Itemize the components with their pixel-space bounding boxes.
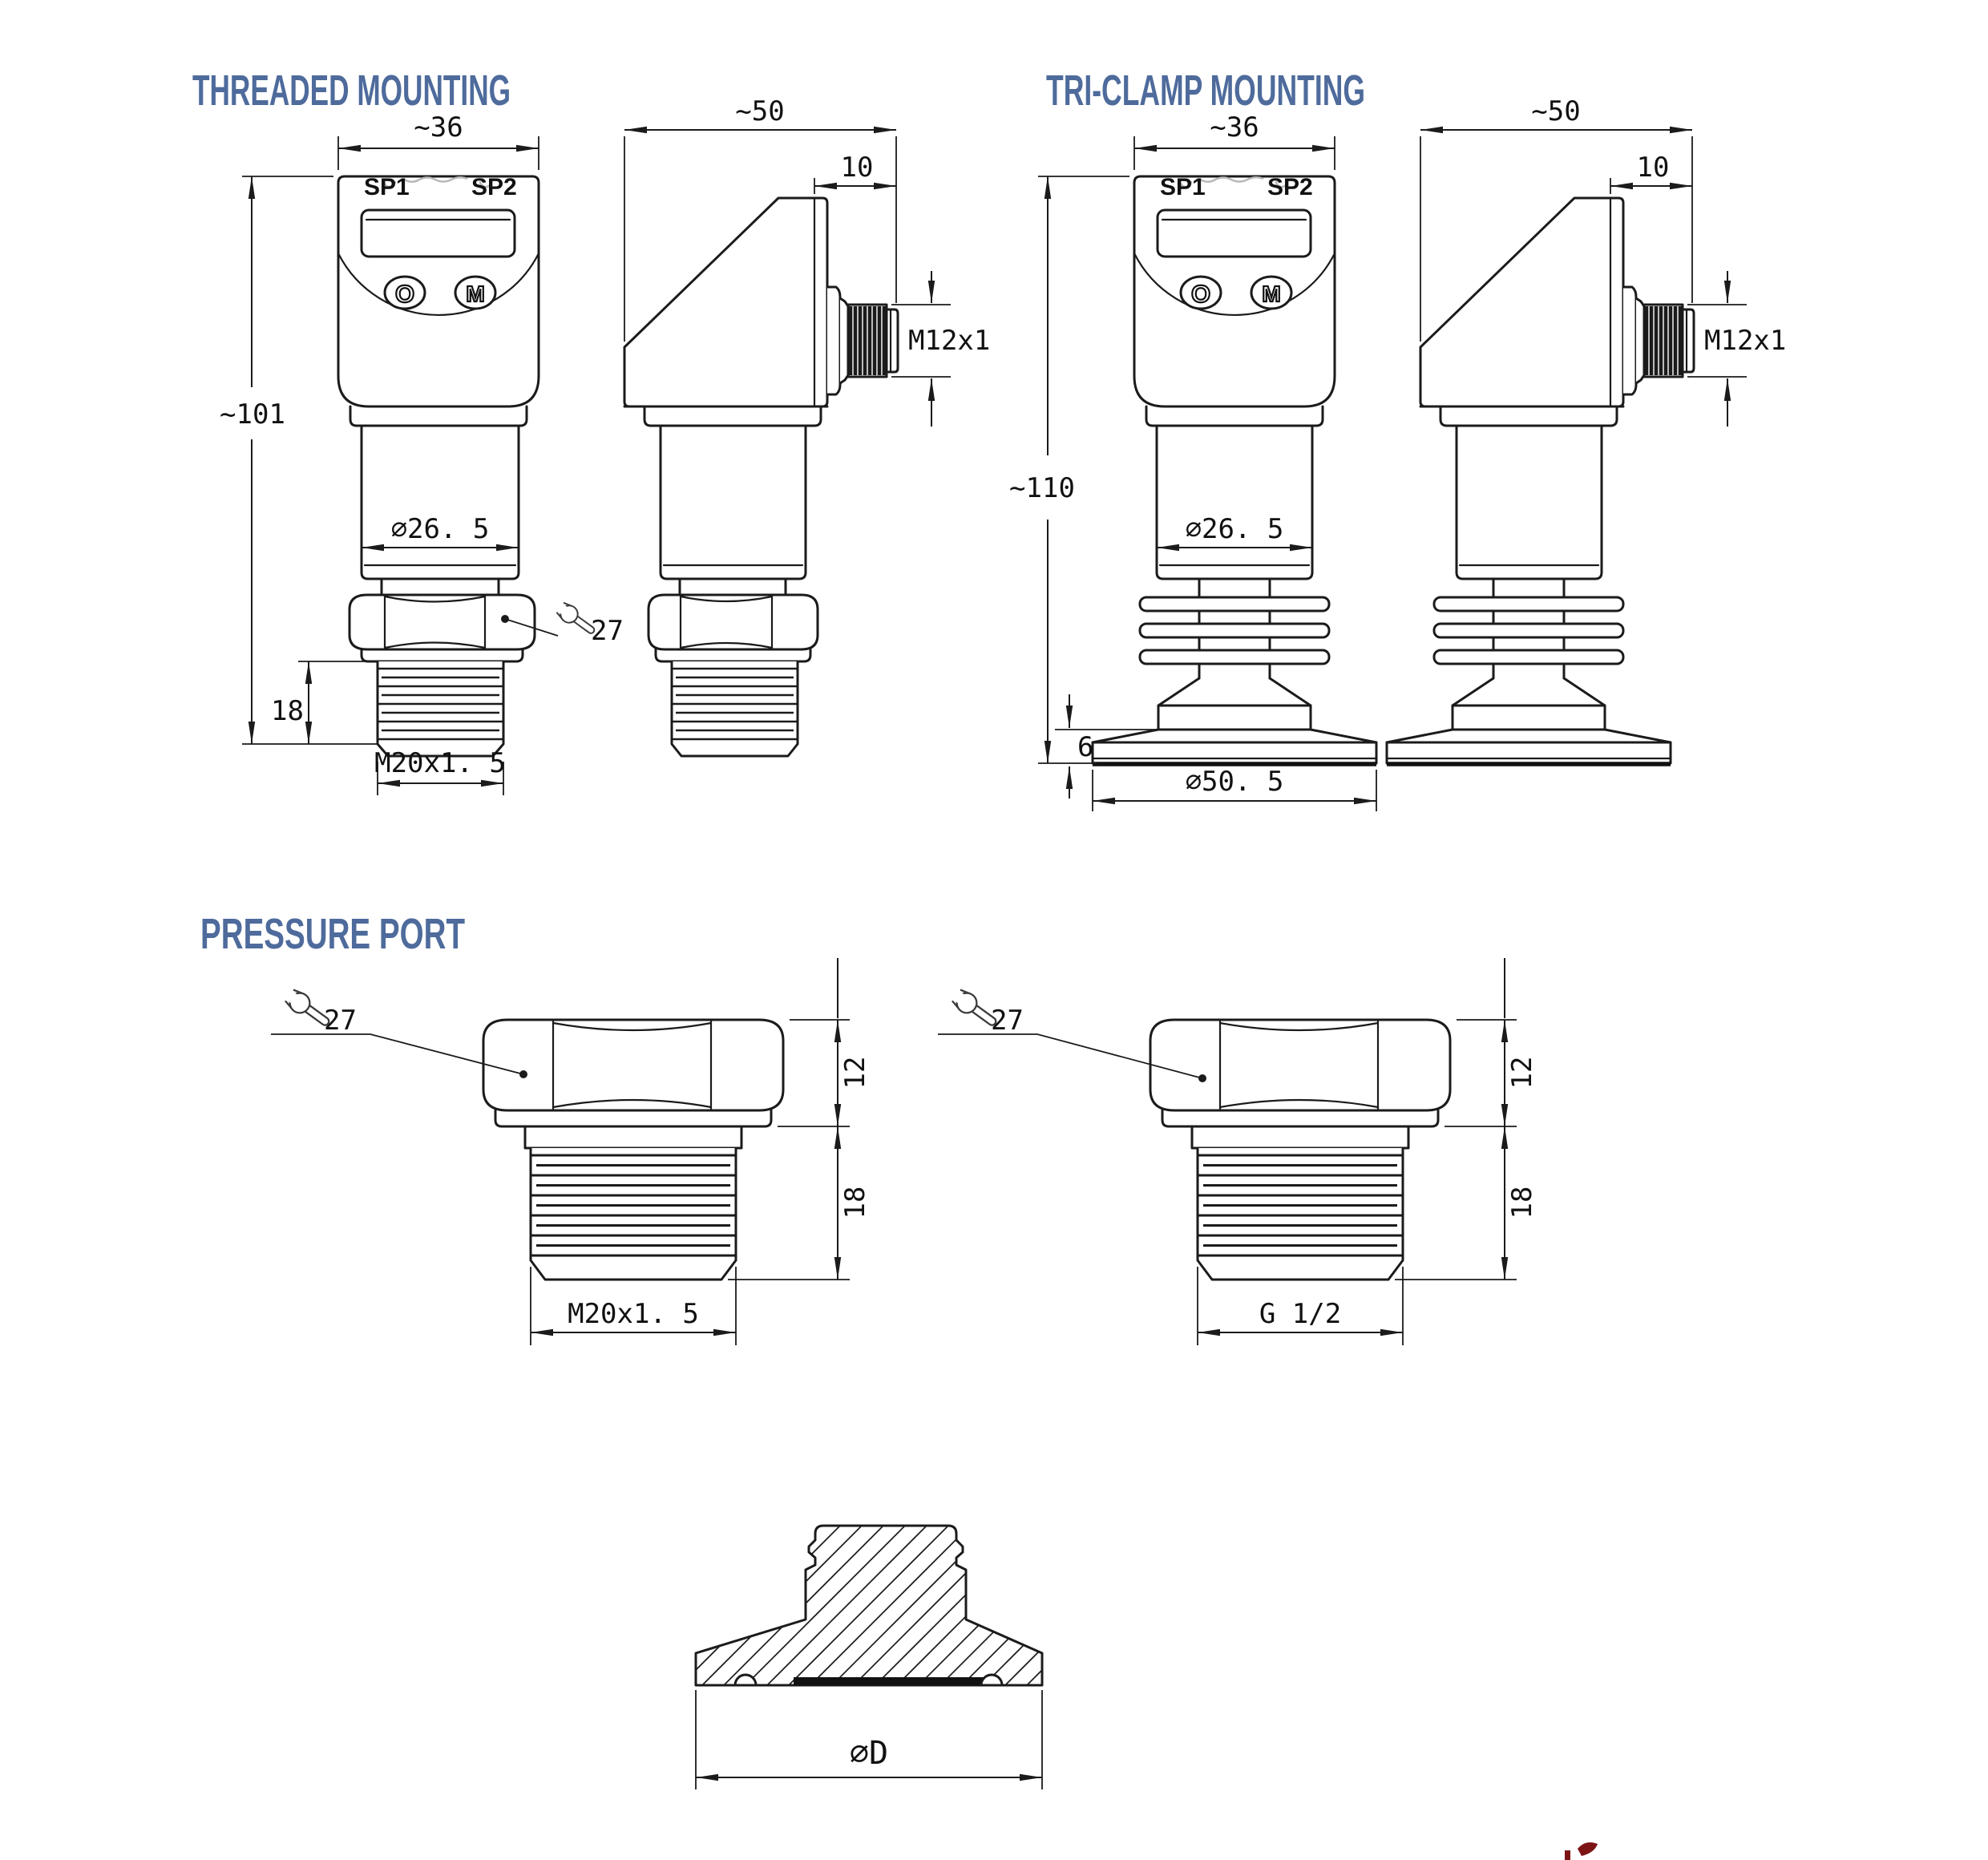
power-button-glyph: O <box>395 280 414 308</box>
port-m20-view: 27 12 18 M20x1. 5 <box>271 958 871 1345</box>
power-button-icon <box>383 275 426 310</box>
dim-conn-len: 10 <box>841 152 874 184</box>
oring-notch <box>980 1673 1004 1687</box>
port-g12-view: 27 12 18 G 1/2 <box>938 958 1538 1345</box>
leader-dot <box>1198 1074 1206 1082</box>
threaded-front-view: SP1 SP2 O M ~36 ~101 ∅26. 5 18 M2 <box>220 111 624 795</box>
gasket-face <box>794 1677 986 1685</box>
watermark-fragment <box>1565 1842 1598 1860</box>
mode-button-glyph: M <box>466 281 484 306</box>
dim-conn-spec: M12x1 <box>908 325 990 357</box>
section-hatching <box>696 1526 1042 1685</box>
triclamp-front-view: SP1 SP2 O M ~36 ~110 ∅26. 5 6 <box>1009 111 1378 811</box>
clamp-ferrule-section-view: ∅D <box>694 1524 1044 1789</box>
dim-port-hex-h: 12 <box>1506 1057 1538 1090</box>
mode-button-icon <box>1250 275 1293 310</box>
dim-head-width: ~36 <box>414 111 463 144</box>
dim-hex-flats: 27 <box>991 1005 1024 1037</box>
label-sp2: SP2 <box>1267 174 1313 200</box>
dim-port-thread-h: 18 <box>1506 1187 1538 1219</box>
label-sp1: SP1 <box>1160 174 1206 200</box>
dim-port-hex-h: 12 <box>839 1057 871 1090</box>
mode-button-glyph: M <box>1262 281 1280 306</box>
dim-ferrule-dia: ∅50. 5 <box>1186 766 1284 798</box>
label-sp1: SP1 <box>364 174 410 200</box>
thread-ridges <box>672 667 798 741</box>
thread-ridges <box>378 667 503 741</box>
dim-head-width: ~36 <box>1210 111 1259 144</box>
dim-conn-spec: M12x1 <box>1704 325 1786 357</box>
section-title-pressure-port: PRESSURE PORT <box>200 910 465 958</box>
dim-side-depth: ~50 <box>735 95 784 127</box>
section-title-threaded: THREADED MOUNTING <box>192 67 511 115</box>
connector-thread <box>1644 306 1683 375</box>
dim-ferrule-lip: 6 <box>1077 731 1093 763</box>
dim-hex-flats: 27 <box>591 615 624 647</box>
triclamp-side-view: ~50 10 M12x1 <box>1385 95 1786 766</box>
dim-side-depth: ~50 <box>1531 95 1580 127</box>
dim-hex-flats: 27 <box>324 1005 357 1037</box>
oring-notch <box>733 1673 758 1687</box>
dim-body-dia: ∅26. 5 <box>391 513 490 545</box>
section-title-triclamp: TRI-CLAMP MOUNTING <box>1046 67 1365 115</box>
dim-thread-len: 18 <box>271 695 304 727</box>
dim-threaded-height: ~101 <box>220 398 285 431</box>
thread-ridges <box>531 1154 736 1257</box>
dim-triclamp-height: ~110 <box>1009 472 1075 504</box>
power-button-glyph: O <box>1191 280 1210 308</box>
dim-thread-spec-g12: G 1/2 <box>1259 1298 1341 1330</box>
dim-port-thread-h: 18 <box>839 1187 871 1219</box>
label-sp2: SP2 <box>471 174 517 200</box>
mode-button-icon <box>454 275 497 310</box>
thread-ridges <box>1198 1154 1403 1257</box>
dim-conn-len: 10 <box>1637 152 1670 184</box>
dim-thread-spec-m20: M20x1. 5 <box>374 747 506 779</box>
dim-clamp-dia: ∅D <box>850 1735 888 1772</box>
threaded-side-view: ~50 10 M12x1 <box>623 95 990 758</box>
connector-thread <box>848 306 887 375</box>
leader-dot <box>519 1070 527 1078</box>
dim-thread-spec-m20: M20x1. 5 <box>568 1298 699 1330</box>
dim-body-dia: ∅26. 5 <box>1186 513 1284 545</box>
power-button-icon <box>1179 275 1222 310</box>
